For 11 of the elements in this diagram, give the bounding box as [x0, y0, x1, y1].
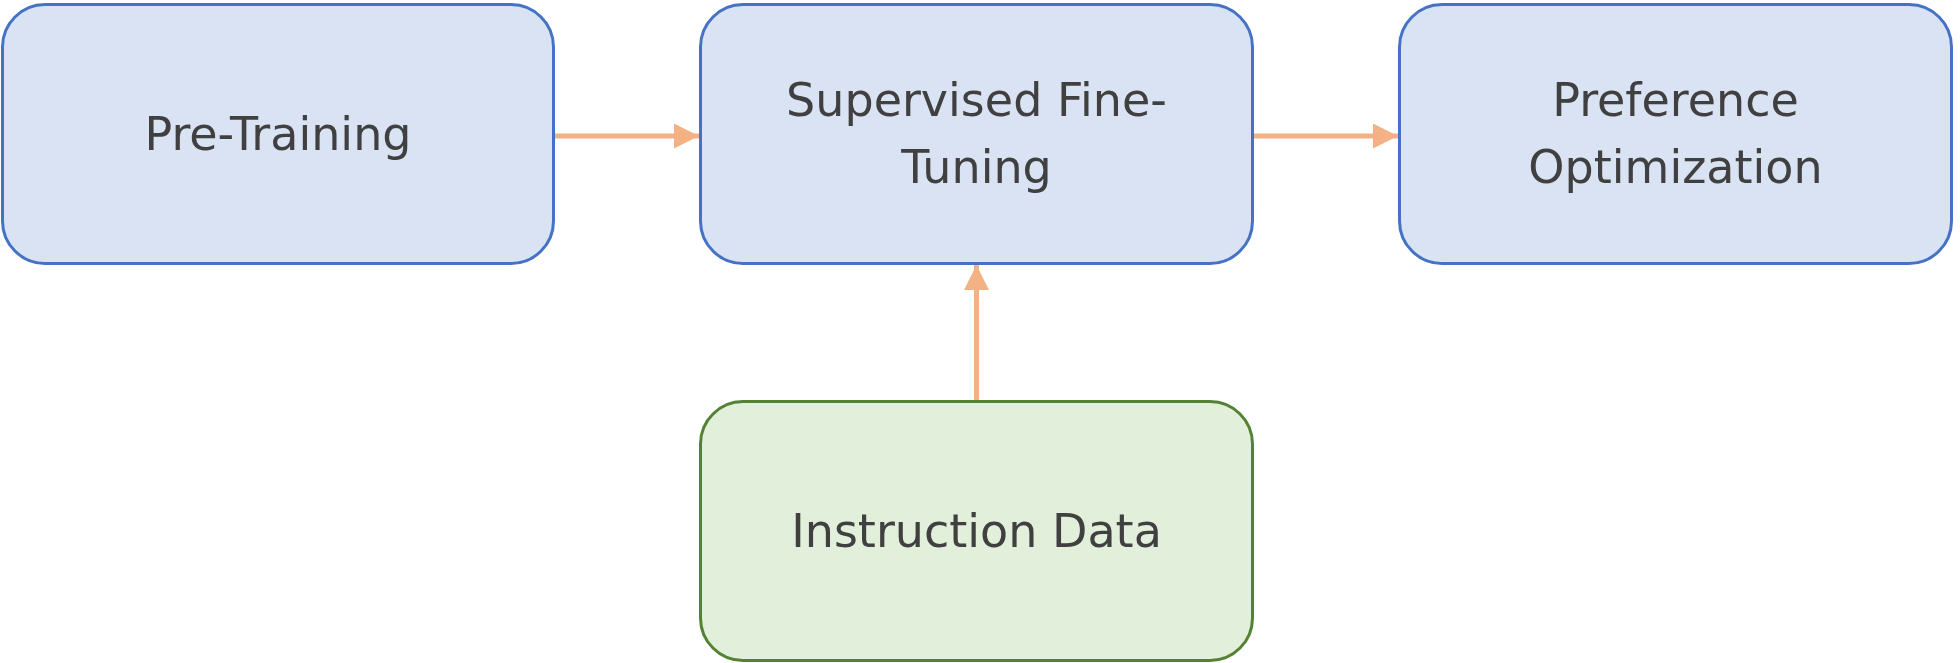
box-label: Supervised Fine-Tuning	[785, 72, 1168, 196]
box-label: Preference Optimization	[1527, 72, 1824, 196]
box-label: Instruction Data	[790, 502, 1163, 560]
process-box	[1398, 3, 1953, 265]
arrow	[1254, 123, 1398, 149]
process-box	[1, 3, 555, 265]
box-label: Pre-Training	[143, 105, 413, 163]
process-box	[699, 400, 1254, 662]
arrow	[964, 265, 989, 400]
process-box	[699, 3, 1254, 265]
arrow	[555, 123, 699, 149]
